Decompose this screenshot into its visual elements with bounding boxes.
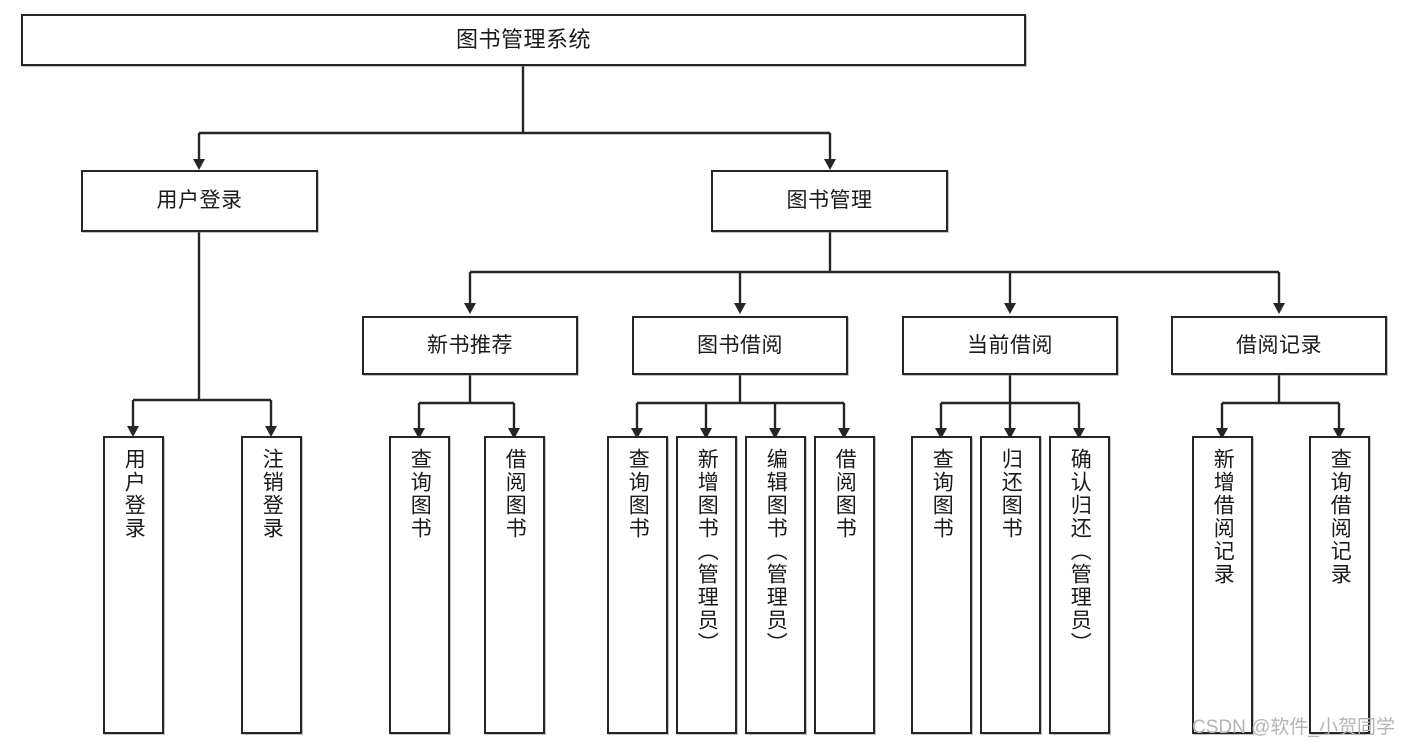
leaf-book-borrow-borrow[interactable]: 借阅图书: [814, 436, 875, 734]
node-borrow-record[interactable]: 借阅记录: [1171, 316, 1387, 375]
node-user-login[interactable]: 用户登录: [81, 170, 318, 232]
node-book-borrow[interactable]: 图书借阅: [632, 316, 848, 375]
leaf-borrow-record-query[interactable]: 查询借阅记录: [1309, 436, 1370, 734]
node-label: 图书借阅: [697, 333, 783, 357]
watermark: CSDN @软件_小贺同学: [1192, 717, 1395, 738]
leaf-current-borrow-confirm-return[interactable]: 确认归还（管理员）: [1049, 436, 1110, 734]
leaf-user-login-login[interactable]: 用户登录: [103, 436, 164, 734]
leaf-new-book-query[interactable]: 查询图书: [389, 436, 450, 734]
leaf-book-borrow-query[interactable]: 查询图书: [607, 436, 668, 734]
leaf-current-borrow-query[interactable]: 查询图书: [911, 436, 972, 734]
node-root-system[interactable]: 图书管理系统: [21, 14, 1026, 66]
node-label: 查询借阅记录: [1328, 448, 1352, 586]
node-label: 图书管理: [786, 189, 873, 213]
node-label: 用户登录: [156, 189, 243, 213]
leaf-current-borrow-return[interactable]: 归还图书: [980, 436, 1041, 734]
node-label: 确认归还（管理员）: [1068, 448, 1092, 655]
node-label: 查询图书: [930, 448, 954, 540]
node-label: 用户登录: [122, 448, 146, 540]
node-label: 新增借阅记录: [1211, 448, 1235, 586]
node-label: 新书推荐: [427, 333, 513, 357]
node-label: 借阅记录: [1236, 333, 1322, 357]
leaf-user-login-logout[interactable]: 注销登录: [241, 436, 302, 734]
node-label: 借阅图书: [833, 448, 857, 540]
node-label: 查询图书: [626, 448, 650, 540]
node-book-management[interactable]: 图书管理: [711, 170, 948, 232]
node-label: 图书管理系统: [455, 26, 591, 52]
leaf-book-borrow-edit[interactable]: 编辑图书（管理员）: [745, 436, 806, 734]
node-label: 查询图书: [408, 448, 432, 540]
node-label: 借阅图书: [503, 448, 527, 540]
node-label: 注销登录: [260, 448, 284, 540]
node-new-book-recommend[interactable]: 新书推荐: [362, 316, 578, 375]
leaf-borrow-record-add[interactable]: 新增借阅记录: [1192, 436, 1253, 734]
leaf-new-book-borrow[interactable]: 借阅图书: [484, 436, 545, 734]
node-label: 编辑图书（管理员）: [764, 448, 788, 655]
node-label: 当前借阅: [967, 333, 1053, 357]
node-label: 新增图书（管理员）: [695, 448, 719, 655]
node-label: 归还图书: [999, 448, 1023, 540]
node-current-borrow[interactable]: 当前借阅: [902, 316, 1118, 375]
leaf-book-borrow-add[interactable]: 新增图书（管理员）: [676, 436, 737, 734]
